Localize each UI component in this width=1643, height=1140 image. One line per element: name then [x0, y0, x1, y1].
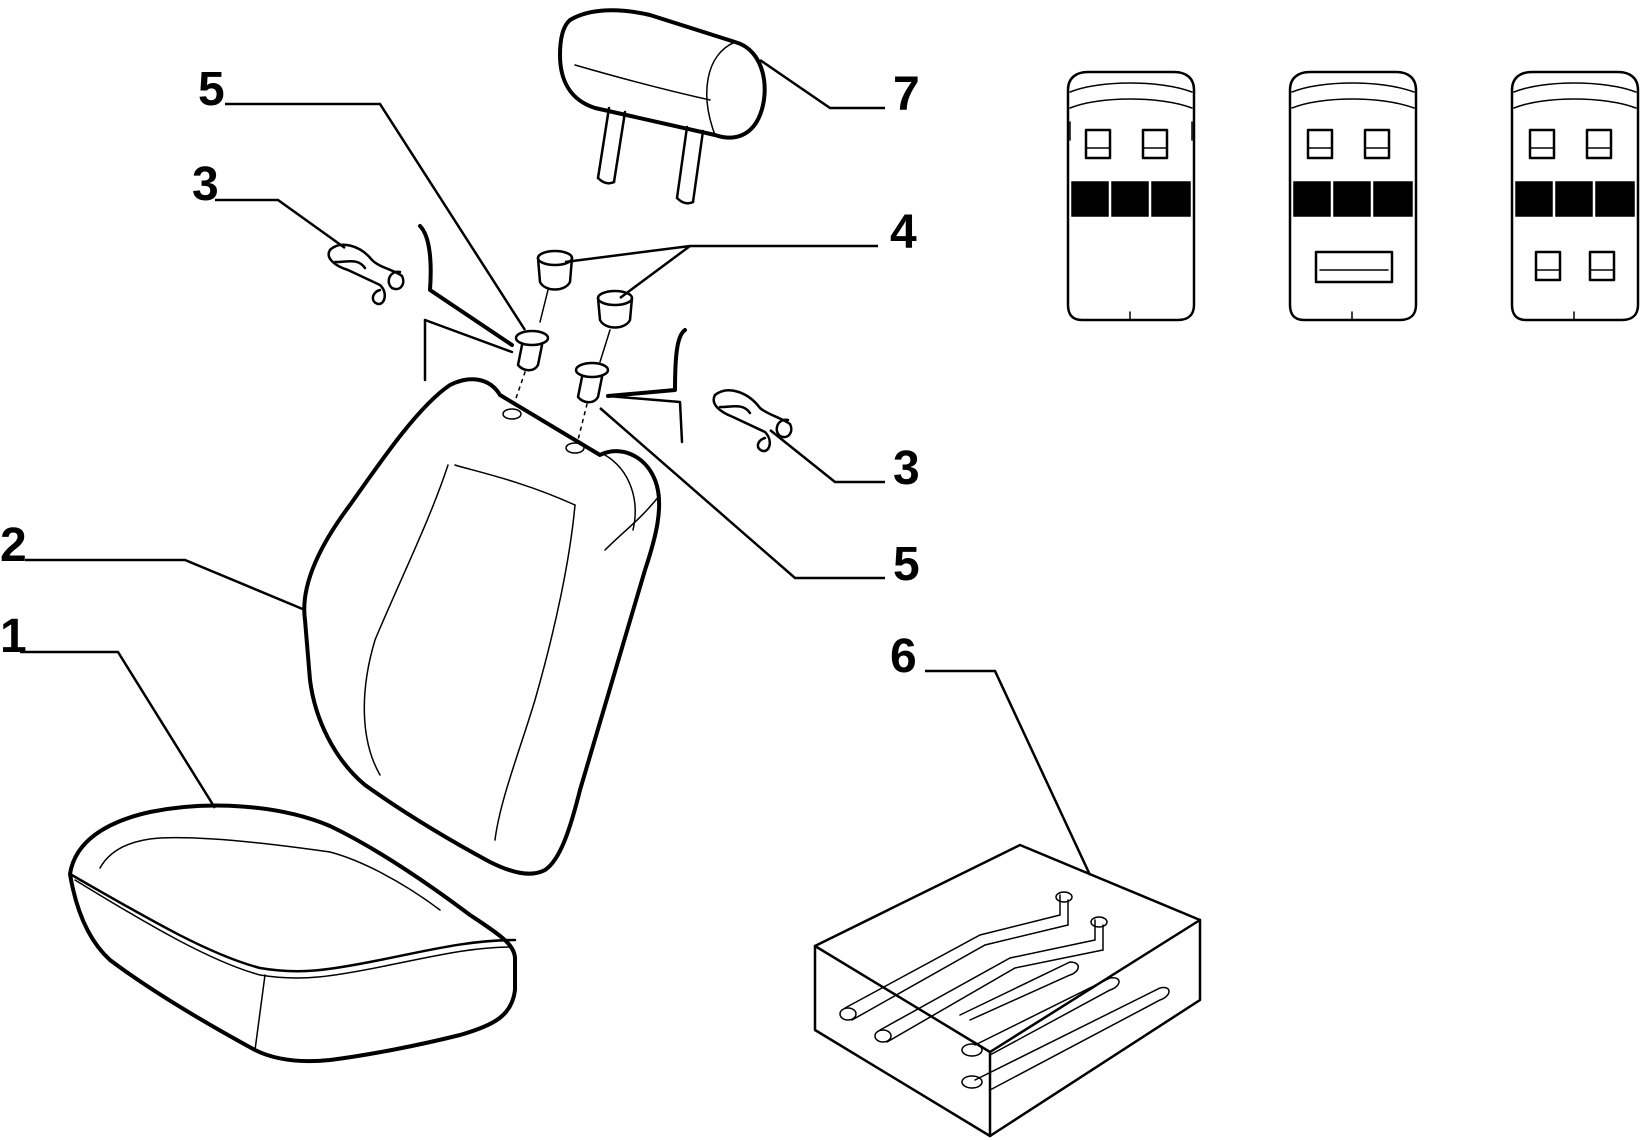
heater-pad — [813, 843, 1202, 1138]
headrest-guide-left — [513, 249, 574, 405]
seat-cushion — [68, 803, 517, 1064]
spring-clip-left — [327, 243, 405, 306]
seat-layout-variant-1-icon — [1066, 70, 1196, 322]
callout-1: 1 — [0, 610, 27, 663]
seat-backrest — [302, 377, 662, 876]
callout-5-top: 5 — [198, 63, 225, 116]
callout-3-left: 3 — [192, 158, 219, 211]
callout-2: 2 — [0, 519, 27, 572]
headrest-guide-right — [574, 289, 634, 441]
headrest — [558, 8, 767, 205]
callout-6: 6 — [890, 630, 917, 683]
callout-5-bottom: 5 — [893, 538, 920, 591]
callout-7: 7 — [893, 68, 920, 121]
callout-4: 4 — [890, 206, 917, 259]
spring-clip-right — [712, 389, 793, 453]
seat-layout-variant-3-icon — [1510, 70, 1640, 322]
frame-edges — [418, 224, 687, 444]
seat-layout-variant-2-icon — [1288, 70, 1418, 322]
leader-lines — [20, 58, 1092, 876]
callout-3-right: 3 — [893, 442, 920, 495]
